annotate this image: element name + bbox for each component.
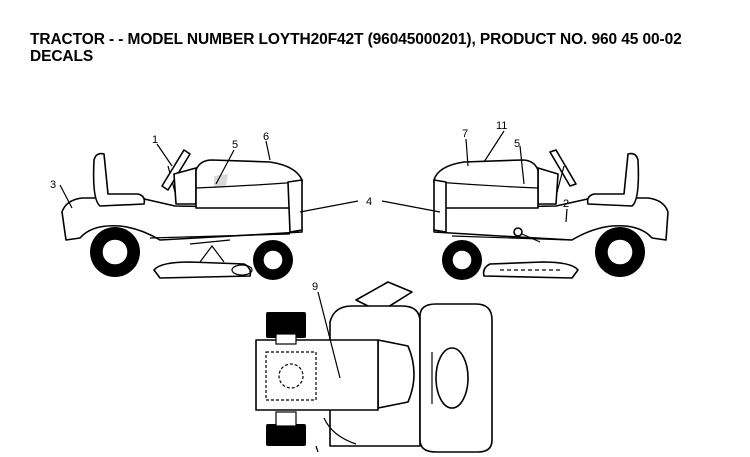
leader-lines bbox=[59, 130, 568, 379]
tractor-left-side-view bbox=[61, 149, 303, 280]
callout-11: 11 bbox=[496, 120, 507, 132]
callout-labels: 1 2 3 4 5 5 6 7 9 11 bbox=[50, 120, 569, 293]
callout-6: 6 bbox=[263, 131, 269, 143]
callout-1: 1 bbox=[152, 134, 158, 146]
diagram-title: TRACTOR - - MODEL NUMBER LOYTH20F42T (96… bbox=[30, 31, 682, 65]
callout-9: 9 bbox=[312, 281, 318, 293]
callout-3: 3 bbox=[50, 179, 56, 191]
tractor-right-side-view bbox=[433, 149, 669, 280]
callout-5-right: 5 bbox=[514, 138, 520, 150]
title-line-1: TRACTOR - - MODEL NUMBER LOYTH20F42T (96… bbox=[30, 31, 682, 48]
callout-2: 2 bbox=[563, 198, 569, 210]
title-line-2: DECALS bbox=[30, 48, 94, 65]
callout-5-left: 5 bbox=[232, 139, 238, 151]
callout-4: 4 bbox=[366, 196, 372, 208]
tractor-top-view bbox=[255, 281, 493, 453]
callout-7: 7 bbox=[462, 128, 468, 140]
